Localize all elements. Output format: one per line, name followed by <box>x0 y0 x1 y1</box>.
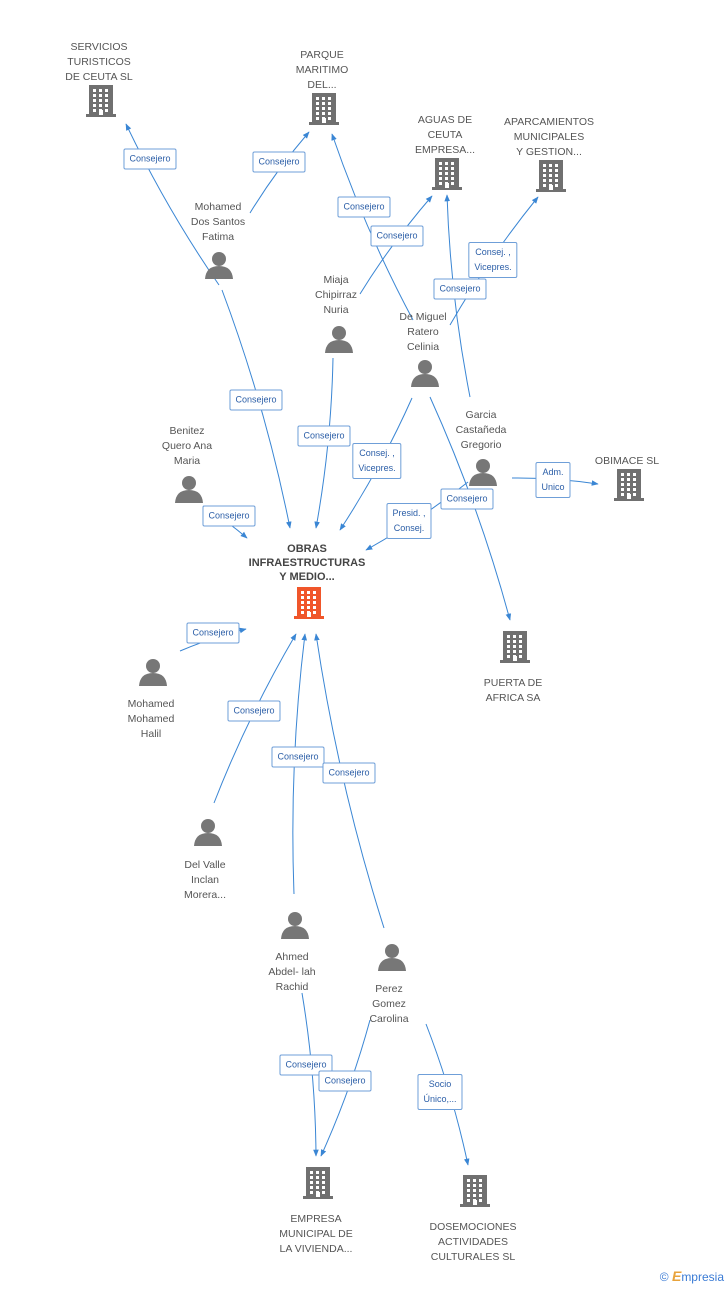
brand-initial: E <box>671 1268 682 1284</box>
empresia-logo[interactable]: © Empresia <box>660 1268 724 1284</box>
edge-role-label-3[interactable]: Consejero <box>337 196 391 218</box>
edge-role-label-13[interactable]: Consejero <box>186 622 240 644</box>
person-label-3[interactable]: Garcia Castañeda Gregorio <box>455 409 507 451</box>
company-building-icon-2[interactable] <box>432 158 462 190</box>
person-label-5[interactable]: Mohamed Mohamed Halil <box>127 698 175 740</box>
company-label-1[interactable]: PARQUE MARITIMO DEL... <box>295 49 349 91</box>
center-company-label[interactable]: OBRAS INFRAESTRUCTURAS Y MEDIO... <box>248 543 366 583</box>
edge-line-3 <box>331 133 414 321</box>
node-layer <box>86 85 644 1207</box>
company-building-icon-5[interactable] <box>500 631 530 663</box>
edge-role-label-12[interactable]: Adm. Unico <box>535 462 571 498</box>
edge-role-label-14[interactable]: Consejero <box>227 700 281 722</box>
person-icon-3[interactable] <box>469 459 497 486</box>
company-building-icon-6[interactable] <box>303 1167 333 1199</box>
person-icon-5[interactable] <box>139 659 167 686</box>
edge-role-label-1[interactable]: Consejero <box>252 151 306 173</box>
company-label-5[interactable]: PUERTA DE AFRICA SA <box>483 677 543 704</box>
person-label-4[interactable]: Benitez Quero Ana Maria <box>161 425 213 467</box>
edge-role-label-5[interactable]: Consej. , Vicepres. <box>468 242 518 278</box>
person-icon-0[interactable] <box>205 252 233 279</box>
person-icon-7[interactable] <box>281 912 309 939</box>
center-company-icon[interactable] <box>294 587 324 619</box>
edge-role-label-4[interactable]: Consejero <box>370 225 424 247</box>
edge-role-label-0[interactable]: Consejero <box>123 148 177 170</box>
brand-name: mpresia <box>681 1270 724 1284</box>
person-label-6[interactable]: Del Valle Inclan Morera... <box>183 859 227 901</box>
person-icon-8[interactable] <box>378 944 406 971</box>
person-label-0[interactable]: Mohamed Dos Santos Fatima <box>190 201 246 243</box>
person-icon-2[interactable] <box>411 360 439 387</box>
edge-role-label-10[interactable]: Presid. , Consej. <box>386 503 432 539</box>
person-icon-1[interactable] <box>325 326 353 353</box>
company-label-7[interactable]: DOSEMOCIONES ACTIVIDADES CULTURALES SL <box>429 1221 517 1263</box>
edge-role-label-18[interactable]: Consejero <box>318 1070 372 1092</box>
company-label-0[interactable]: SERVICIOS TURISTICOS DE CEUTA SL <box>65 41 133 83</box>
edge-role-label-19[interactable]: Socio Único,... <box>417 1074 463 1110</box>
edge-role-label-9[interactable]: Consej. , Vicepres. <box>352 443 402 479</box>
edge-role-label-16[interactable]: Consejero <box>322 762 376 784</box>
edge-role-label-15[interactable]: Consejero <box>271 746 325 768</box>
company-building-icon-7[interactable] <box>460 1175 490 1207</box>
company-building-icon-0[interactable] <box>86 85 116 117</box>
edge-line-1 <box>249 131 310 214</box>
edge-line-0 <box>125 123 220 286</box>
company-label-3[interactable]: APARCAMIENTOS MUNICIPALES Y GESTION... <box>503 116 595 158</box>
company-label-6[interactable]: EMPRESA MUNICIPAL DE LA VIVIENDA... <box>279 1213 353 1255</box>
edge-role-label-8[interactable]: Consejero <box>202 505 256 527</box>
person-label-7[interactable]: Ahmed Abdel- lah Rachid <box>268 951 316 993</box>
person-label-8[interactable]: Perez Gomez Carolina <box>369 983 409 1025</box>
edge-role-label-2[interactable]: Consejero <box>229 389 283 411</box>
edge-role-label-11[interactable]: Consejero <box>440 488 494 510</box>
person-icon-6[interactable] <box>194 819 222 846</box>
company-building-icon-4[interactable] <box>614 469 644 501</box>
company-building-icon-1[interactable] <box>309 93 339 125</box>
edge-role-label-6[interactable]: Consejero <box>433 278 487 300</box>
edge-role-label-17[interactable]: Consejero <box>279 1054 333 1076</box>
copyright-symbol: © <box>659 1270 669 1284</box>
company-building-icon-3[interactable] <box>536 160 566 192</box>
company-label-2[interactable]: AGUAS DE CEUTA EMPRESA... <box>414 114 476 156</box>
person-label-1[interactable]: Miaja Chipirraz Nuria <box>314 274 358 316</box>
person-icon-4[interactable] <box>175 476 203 503</box>
edge-role-label-7[interactable]: Consejero <box>297 425 351 447</box>
company-label-4[interactable]: OBIMACE SL <box>594 455 660 467</box>
edge-layer <box>125 123 599 1166</box>
person-label-2[interactable]: De Miguel Ratero Celinia <box>399 311 447 353</box>
